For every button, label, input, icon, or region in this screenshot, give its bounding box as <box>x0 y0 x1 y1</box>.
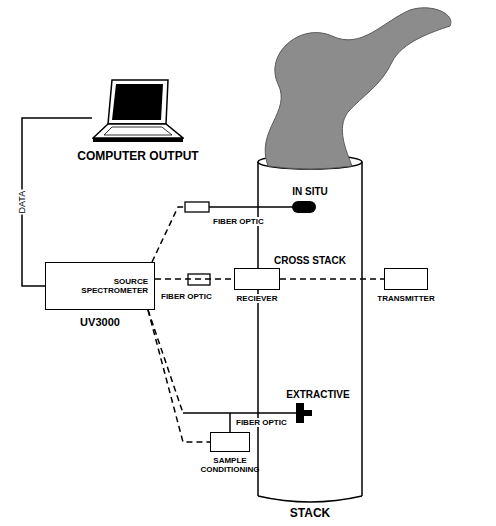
fiber-dashed <box>152 207 185 262</box>
node-label: SAMPLE CONDITIONING <box>196 456 264 474</box>
part-label: FIBER OPTIC <box>235 418 288 427</box>
node-label: TRANSMITTER <box>377 294 434 303</box>
receiver-box-outline <box>234 268 280 290</box>
stack-wall <box>361 162 363 496</box>
receiver-box: RECIEVER <box>234 268 280 290</box>
node-label: SOURCE SPECTROMETER <box>68 277 148 295</box>
sample-conditioning-box: SAMPLE CONDITIONING <box>210 432 250 452</box>
laptop-screen <box>112 84 163 120</box>
sample-line <box>229 413 231 432</box>
fiber-optic-line <box>148 310 210 442</box>
sample-conditioning-box-outline <box>210 432 250 452</box>
fiber-optic-line <box>155 278 234 280</box>
in-situ-probe <box>292 201 316 213</box>
laptop-edge <box>93 138 183 142</box>
stack-wall <box>257 162 259 496</box>
node-label: RECIEVER <box>236 294 279 303</box>
laptop-base <box>93 124 183 138</box>
spectrometer-box: SOURCE SPECTROMETERUV3000 <box>45 262 155 310</box>
transmitter-box-outline <box>384 268 428 290</box>
node-label: COMPUTER OUTPUT <box>77 150 198 164</box>
smoke-plume <box>265 8 451 169</box>
section-label: CROSS STACK <box>273 255 347 267</box>
data-cable <box>22 118 92 286</box>
laptop-keyboard <box>104 127 172 135</box>
laptop-drawing <box>92 78 184 146</box>
stack-base <box>258 496 362 502</box>
laptop-lid <box>108 80 168 124</box>
fiber-line <box>209 206 294 208</box>
part-label: FIBER OPTIC <box>212 217 265 226</box>
fiber-connector <box>185 202 209 212</box>
extractive-probe <box>296 410 312 416</box>
fiber-dashed <box>148 310 183 413</box>
section-label: EXTRACTIVE <box>285 389 350 401</box>
model-label: UV3000 <box>80 316 120 329</box>
part-label: FIBER OPTIC <box>160 292 213 301</box>
transmitter-box: TRANSMITTER <box>384 268 428 290</box>
computer-icon: COMPUTER OUTPUT <box>92 78 184 146</box>
section-label: IN SITU <box>291 186 329 198</box>
stack-body <box>258 162 362 496</box>
edge-label: DATA <box>17 190 27 215</box>
fiber-line <box>183 412 298 414</box>
fiber-optic-line <box>280 278 384 280</box>
section-label: STACK <box>290 507 330 521</box>
